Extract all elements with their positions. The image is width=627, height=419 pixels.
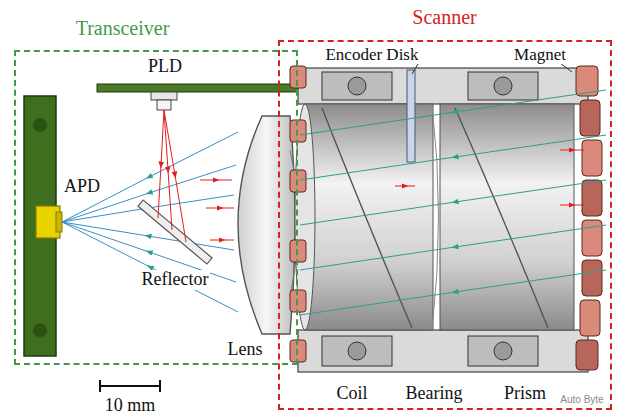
part-label: Reflector — [140, 270, 211, 290]
part-label: APD — [62, 177, 102, 197]
label-anchor: 10 mm — [103, 396, 158, 416]
region-title: Scanner — [412, 6, 476, 28]
apd-board — [24, 96, 62, 356]
part-label: Bearing — [404, 384, 465, 404]
scanner-rays — [300, 90, 606, 315]
transmit-rays — [158, 110, 234, 242]
label-anchor: Reflector — [140, 270, 211, 290]
label-anchor: Bearing — [404, 384, 465, 404]
dashed-region: Transceiver — [14, 50, 298, 365]
part-label: Encoder Disk — [323, 46, 420, 65]
label-anchor: Encoder Disk — [323, 46, 420, 65]
part-label: Prism — [502, 384, 548, 404]
scale-label: 10 mm — [103, 396, 158, 416]
pld-board — [97, 84, 302, 110]
part-label: PLD — [146, 57, 184, 77]
scale-bar — [100, 380, 160, 392]
label-anchor: Lens — [226, 340, 265, 360]
label-anchor: Coil — [334, 384, 369, 404]
part-label: Lens — [226, 340, 265, 360]
label-anchor: APD — [62, 177, 102, 197]
coil-stack — [290, 63, 602, 370]
receive-rays — [62, 132, 238, 312]
label-anchor: PLD — [146, 57, 184, 77]
encoder-disk — [407, 64, 418, 162]
label-anchor: Prism — [502, 384, 548, 404]
label-anchor: Auto Byte — [558, 389, 605, 407]
reflector — [138, 200, 212, 264]
region-title: Transceiver — [76, 17, 170, 39]
lens — [238, 116, 298, 334]
dashed-region: Scanner — [278, 40, 612, 410]
label-anchor: Magnet — [512, 46, 568, 65]
part-label: Magnet — [512, 46, 568, 65]
part-label: Coil — [334, 384, 369, 404]
rotating-prisms — [295, 104, 574, 330]
watermark: Auto Byte — [558, 394, 605, 405]
